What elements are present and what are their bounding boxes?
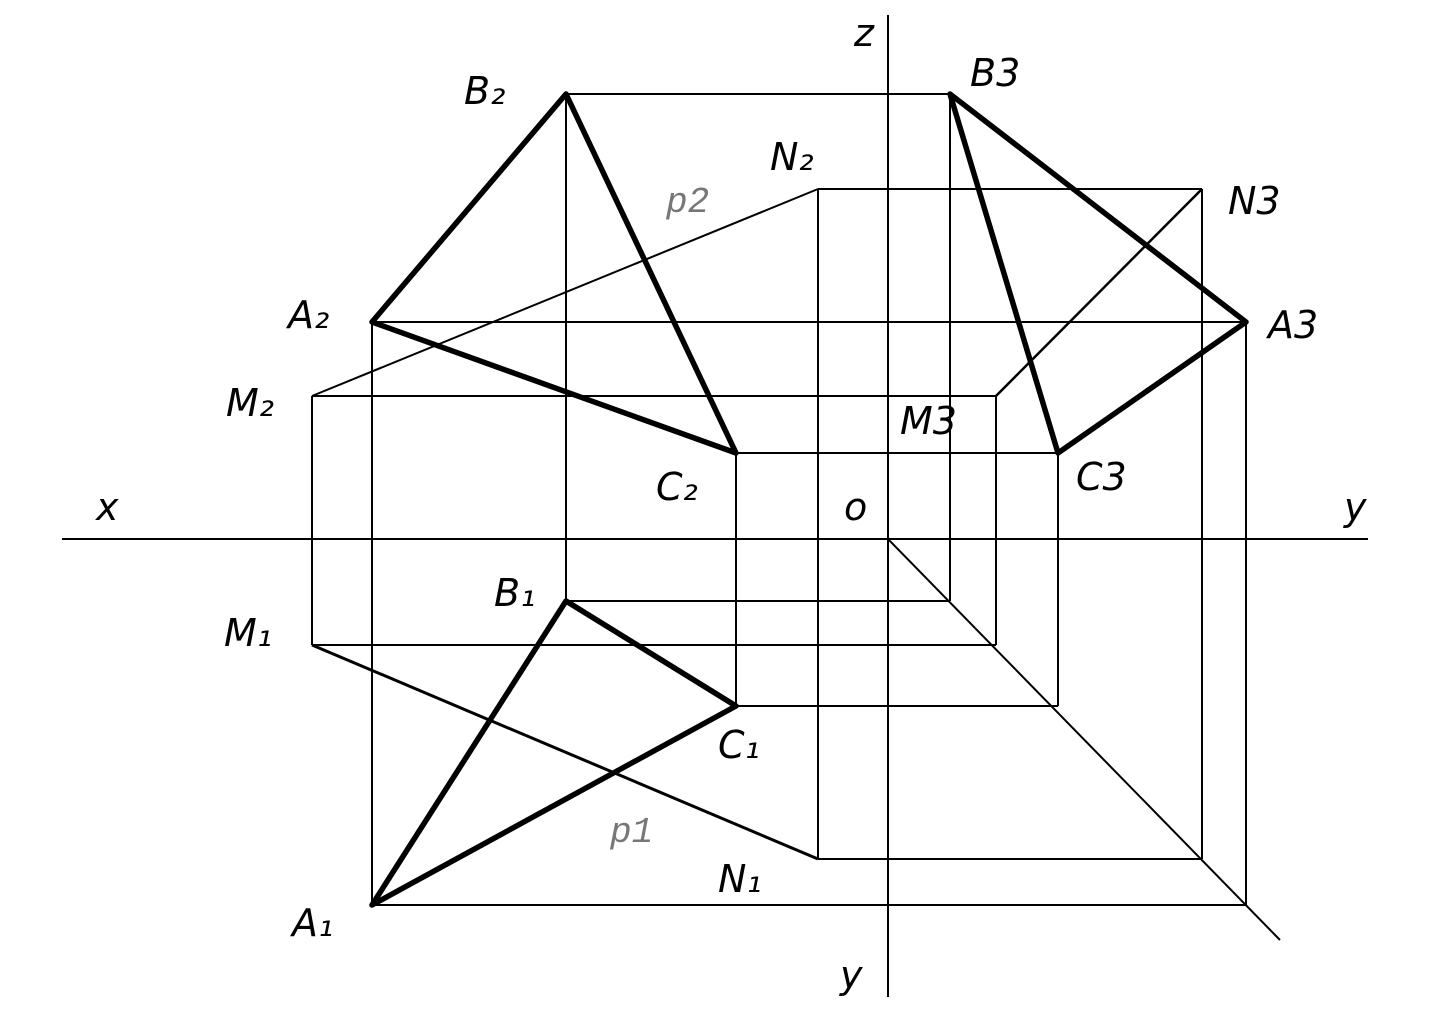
label-b2: B₂ bbox=[464, 69, 505, 113]
axis-label-x: x bbox=[95, 485, 119, 529]
label-m3: M3 bbox=[900, 399, 957, 443]
label-n3: N3 bbox=[1228, 179, 1281, 223]
label-c2: C₂ bbox=[656, 465, 698, 509]
axis-label-y-right: y bbox=[1343, 485, 1367, 529]
label-m1: M₁ bbox=[224, 611, 272, 655]
label-c1: C₁ bbox=[718, 723, 760, 767]
line-m1-n1 bbox=[311, 643, 819, 861]
axis-label-z: z bbox=[853, 11, 875, 55]
triangle-profile-projection bbox=[947, 91, 1249, 456]
horizontal-connection-lines bbox=[312, 93, 1246, 906]
label-b1: B₁ bbox=[494, 571, 535, 615]
line-m2-n2 bbox=[311, 188, 819, 397]
label-p1: p1 bbox=[609, 812, 653, 853]
vertical-connection-lines bbox=[311, 94, 1247, 905]
origin-label: o bbox=[844, 485, 867, 529]
label-c3: C3 bbox=[1076, 455, 1127, 499]
label-b3: B3 bbox=[970, 51, 1020, 95]
label-a3: A3 bbox=[1265, 303, 1318, 347]
label-a2: A₂ bbox=[285, 293, 329, 337]
triangle-horizontal-projection bbox=[369, 598, 739, 908]
label-a1: A₁ bbox=[289, 901, 333, 945]
label-n1: N₁ bbox=[718, 857, 762, 901]
constant-line-45deg bbox=[887, 538, 1281, 941]
label-n2: N₂ bbox=[770, 135, 814, 179]
triangle-frontal-projection bbox=[369, 91, 739, 456]
label-p2: p2 bbox=[665, 182, 709, 223]
line-m3-n3 bbox=[995, 188, 1203, 397]
label-m2: M₂ bbox=[226, 381, 274, 425]
axis-label-y-bottom: y bbox=[839, 953, 863, 997]
